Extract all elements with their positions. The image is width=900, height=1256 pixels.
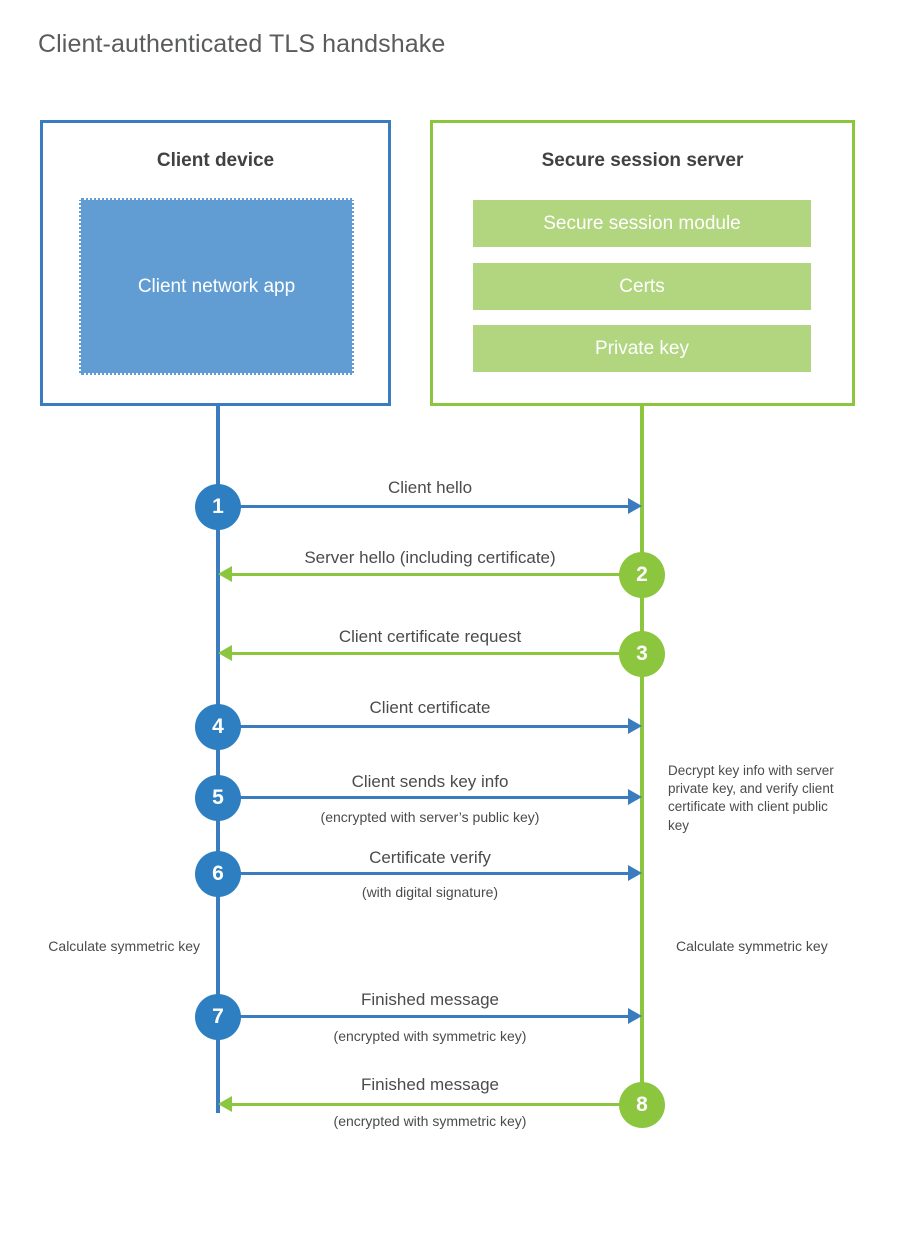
step-5-arrow-head-icon [628,789,642,805]
step-2-arrow-head-icon [218,566,232,582]
step-6-label: Certificate verify [369,848,491,867]
step-7-label: Finished message [361,990,499,1009]
step-5-arrow-line [218,796,628,799]
server-component-certs: Certs [473,263,811,310]
step-2-arrow-line [222,573,640,576]
step-3-arrow-line [222,652,640,655]
step-badge-3: 3 [619,631,665,677]
step-badge-7: 7 [195,994,241,1040]
client-calculate-symmetric-key-note: Calculate symmetric key [48,938,200,954]
step-8-sublabel: (encrypted with symmetric key) [333,1113,527,1129]
step-4-label: Client certificate [369,698,491,717]
server-decrypt-note: Decrypt key info with server private key… [668,763,834,833]
step-8-arrow-head-icon [218,1096,232,1112]
step-badge-2: 2 [619,552,665,598]
page-title: Client-authenticated TLS handshake [38,30,446,58]
client-device-box: Client device Client network app [40,120,391,406]
step-3-label: Client certificate request [338,627,522,646]
client-device-title: Client device [156,150,275,171]
step-3-arrow-head-icon [218,645,232,661]
step-7-arrow-head-icon [628,1008,642,1024]
step-5-label: Client sends key info [351,772,509,791]
step-6-arrow-head-icon [628,865,642,881]
step-badge-4: 4 [195,704,241,750]
step-8-arrow-line [222,1103,640,1106]
step-4-arrow-line [218,725,628,728]
step-4-arrow-head-icon [628,718,642,734]
step-badge-5: 5 [195,775,241,821]
server-component-private-key: Private key [473,325,811,372]
step-6-sublabel: (with digital signature) [361,884,499,900]
step-7-arrow-line [218,1015,628,1018]
client-network-app-block: Client network app [79,198,354,375]
step-1-label: Client hello [387,478,473,497]
step-1-arrow-head-icon [628,498,642,514]
step-badge-8: 8 [619,1082,665,1128]
server-calculate-symmetric-key-note: Calculate symmetric key [676,938,828,954]
secure-session-server-box: Secure session server Secure session mod… [430,120,855,406]
step-7-sublabel: (encrypted with symmetric key) [333,1028,527,1044]
step-1-arrow-line [218,505,628,508]
step-8-label: Finished message [361,1075,499,1094]
step-6-arrow-line [218,872,628,875]
step-5-sublabel: (encrypted with server’s public key) [320,809,540,825]
step-badge-6: 6 [195,851,241,897]
step-2-label: Server hello (including certificate) [304,548,556,567]
secure-session-server-title: Secure session server [541,150,744,171]
server-component-secure-session-module: Secure session module [473,200,811,247]
server-lifeline [640,403,644,1108]
client-lifeline [216,403,220,1113]
step-badge-1: 1 [195,484,241,530]
